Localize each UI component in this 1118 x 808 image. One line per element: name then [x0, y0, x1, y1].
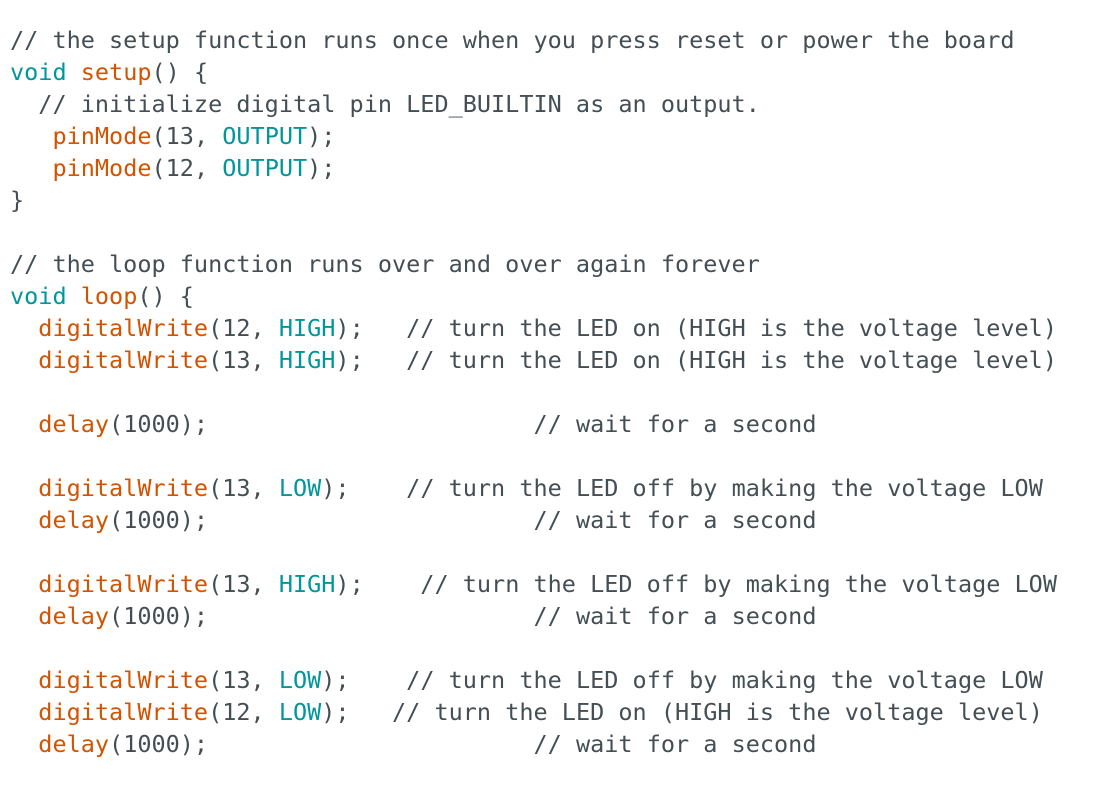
code-line[interactable]: digitalWrite(12, HIGH); // turn the LED … [10, 312, 1110, 344]
code-text: } [10, 186, 25, 214]
code-text: (13, [151, 122, 223, 150]
code-function-name: digitalWrite [38, 570, 209, 598]
code-comment: // wait for a second [208, 730, 817, 758]
code-line[interactable]: delay(1000); // wait for a second [10, 408, 1110, 440]
code-text: ); [321, 474, 350, 502]
code-function-name: digitalWrite [38, 666, 209, 694]
code-text: (12, [208, 698, 279, 726]
code-line[interactable]: // the loop function runs over and over … [10, 248, 1110, 280]
code-text: (1000); [109, 730, 209, 758]
code-comment: // turn the LED on (HIGH is the voltage … [363, 346, 1057, 374]
code-text [10, 154, 52, 182]
code-text [10, 410, 38, 438]
code-text: (13, [208, 346, 279, 374]
code-text [10, 730, 38, 758]
code-text [10, 666, 38, 694]
code-constant: OUTPUT [222, 122, 308, 150]
code-text: ); [335, 314, 364, 342]
code-line[interactable]: delay(1000); // wait for a second [10, 728, 1110, 760]
code-text: ); [335, 346, 364, 374]
code-keyword: void [10, 58, 67, 86]
code-comment: // wait for a second [208, 410, 817, 438]
code-line[interactable]: delay(1000); // wait for a second [10, 600, 1110, 632]
code-function-name: delay [38, 602, 110, 630]
code-constant: HIGH [278, 346, 336, 374]
code-function-name: digitalWrite [38, 346, 209, 374]
code-function-name: delay [38, 410, 110, 438]
code-function-name: loop [80, 282, 138, 310]
code-comment: // wait for a second [208, 602, 817, 630]
code-constant: HIGH [278, 314, 336, 342]
code-constant: HIGH [278, 570, 336, 598]
code-function-name: digitalWrite [38, 698, 209, 726]
code-comment: // turn the LED on (HIGH is the voltage … [349, 698, 1043, 726]
code-text: ); [321, 698, 350, 726]
code-constant: LOW [278, 474, 322, 502]
code-text [10, 570, 38, 598]
code-comment: // turn the LED on (HIGH is the voltage … [363, 314, 1057, 342]
code-comment: // wait for a second [208, 506, 817, 534]
code-line[interactable] [10, 632, 1110, 664]
code-line[interactable]: digitalWrite(13, LOW); // turn the LED o… [10, 664, 1110, 696]
code-comment: // turn the LED off by making the voltag… [349, 474, 1043, 502]
code-line[interactable]: delay(1000); // wait for a second [10, 504, 1110, 536]
code-function-name: delay [38, 730, 110, 758]
code-line[interactable]: digitalWrite(12, LOW); // turn the LED o… [10, 696, 1110, 728]
code-text: (12, [208, 314, 279, 342]
code-text: ); [335, 570, 364, 598]
code-text: (1000); [109, 506, 209, 534]
code-function-name: digitalWrite [38, 314, 209, 342]
code-keyword: void [10, 282, 67, 310]
code-text [67, 282, 81, 310]
code-line[interactable]: void loop() { [10, 280, 1110, 312]
code-comment: // the loop function runs over and over … [10, 250, 760, 278]
code-text: (13, [208, 666, 279, 694]
code-function-name: setup [80, 58, 152, 86]
code-text: (13, [208, 474, 279, 502]
code-constant: OUTPUT [222, 154, 308, 182]
code-text: (12, [151, 154, 223, 182]
code-line[interactable]: pinMode(12, OUTPUT); [10, 152, 1110, 184]
code-line[interactable]: digitalWrite(13, HIGH); // turn the LED … [10, 568, 1110, 600]
code-comment: // the setup function runs once when you… [10, 26, 1015, 54]
code-line[interactable] [10, 440, 1110, 472]
code-text [67, 58, 81, 86]
code-comment: // initialize digital pin LED_BUILTIN as… [10, 90, 760, 118]
code-line[interactable]: digitalWrite(13, HIGH); // turn the LED … [10, 344, 1110, 376]
code-text: ); [307, 122, 336, 150]
code-editor[interactable]: // the setup function runs once when you… [10, 24, 1110, 804]
code-function-name: digitalWrite [38, 474, 209, 502]
code-comment: // turn the LED off by making the voltag… [363, 570, 1057, 598]
code-line[interactable] [10, 216, 1110, 248]
code-line[interactable] [10, 376, 1110, 408]
code-line[interactable]: digitalWrite(13, LOW); // turn the LED o… [10, 472, 1110, 504]
code-text: (1000); [109, 410, 209, 438]
code-function-name: pinMode [52, 122, 152, 150]
code-text [10, 506, 38, 534]
code-text: ); [307, 154, 336, 182]
code-text [10, 474, 38, 502]
code-text [10, 122, 52, 150]
code-text [10, 346, 38, 374]
code-text: ); [321, 666, 350, 694]
code-text [10, 602, 38, 630]
code-text: () { [151, 58, 209, 86]
code-line[interactable]: void setup() { [10, 56, 1110, 88]
code-text: (1000); [109, 602, 209, 630]
code-line[interactable]: } [10, 184, 1110, 216]
code-comment: // turn the LED off by making the voltag… [349, 666, 1043, 694]
code-line[interactable]: // initialize digital pin LED_BUILTIN as… [10, 88, 1110, 120]
code-text [10, 698, 38, 726]
code-text [10, 314, 38, 342]
code-line[interactable] [10, 536, 1110, 568]
code-function-name: delay [38, 506, 110, 534]
code-function-name: pinMode [52, 154, 152, 182]
code-constant: LOW [278, 666, 322, 694]
code-text: (13, [208, 570, 279, 598]
code-constant: LOW [278, 698, 322, 726]
code-text: () { [137, 282, 194, 310]
code-line[interactable]: // the setup function runs once when you… [10, 24, 1110, 56]
code-line[interactable]: pinMode(13, OUTPUT); [10, 120, 1110, 152]
